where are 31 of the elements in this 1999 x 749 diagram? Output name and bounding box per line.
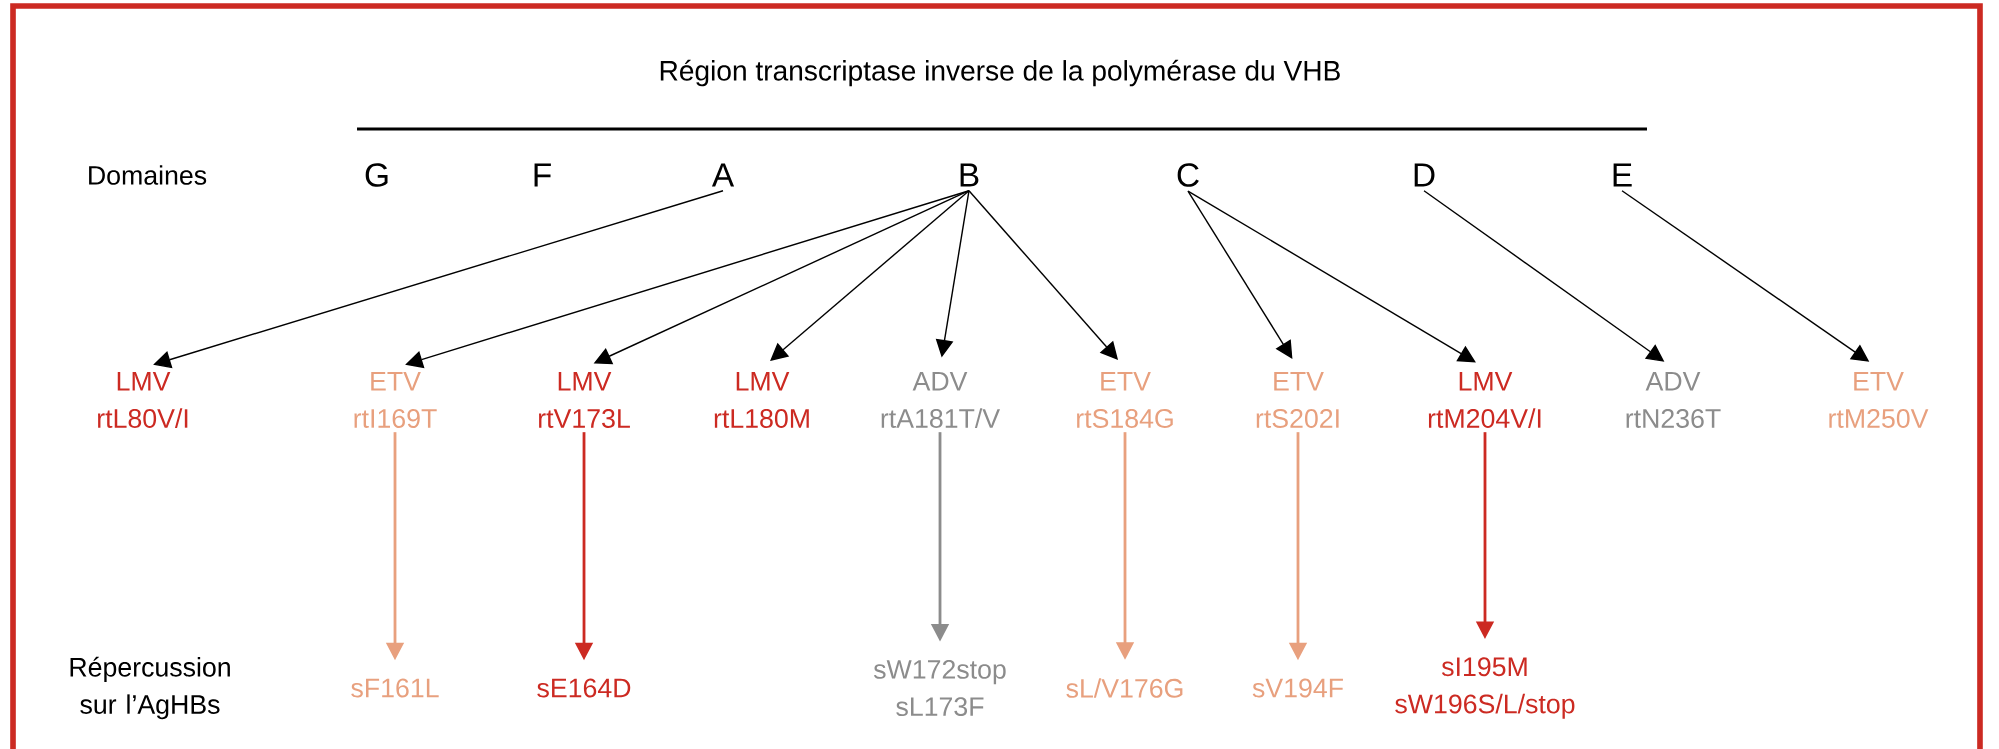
mutation-label: LMV rtL180M (714, 372, 809, 428)
mutation-label: sF161L (351, 678, 439, 698)
mutation-label: sE164D (537, 678, 631, 698)
title: Région transcriptase inverse de la polymérase du VHB (660, 59, 1340, 87)
mutation-label: ETV rtI169T (354, 372, 437, 428)
mutation-label: LMV rtM204V/I (1428, 372, 1541, 428)
mutation-label: ADV rtN236T (1626, 372, 1721, 428)
mutation-label: sV194F (1252, 678, 1343, 698)
domain-letter: A (711, 163, 735, 187)
mutation-label: ETV rtS202I (1256, 372, 1339, 428)
mutation-label: sI195M sW196S/L/stop (1395, 657, 1575, 719)
domain-letter: D (1414, 163, 1435, 187)
domain-letter: B (960, 163, 979, 187)
domain-letter: G (365, 163, 388, 187)
mutation-label: ADV rtA181T/V (881, 372, 1000, 428)
arrow (153, 190, 724, 369)
mutation-label: sL/V176G (1066, 678, 1183, 698)
mutation-label: LMV rtL80V/I (98, 372, 188, 428)
domain-letter: C (1177, 163, 1199, 187)
mutation-label: ETV rtS184G (1077, 372, 1173, 428)
row-label: Répercussion sur l’AgHBs (70, 656, 230, 720)
domain-letter: F (534, 163, 551, 187)
row-label: Domaines (89, 165, 207, 185)
mutation-label: ETV rtM250V (1829, 372, 1929, 428)
arrow (770, 190, 970, 361)
mutation-label: LMV rtV173L (539, 372, 630, 428)
arrow (1187, 190, 1476, 363)
arrow (405, 190, 970, 369)
arrow (1187, 190, 1293, 359)
domain-letter: E (1613, 163, 1632, 187)
mutation-label: sW172stop sL173F (873, 659, 1006, 717)
